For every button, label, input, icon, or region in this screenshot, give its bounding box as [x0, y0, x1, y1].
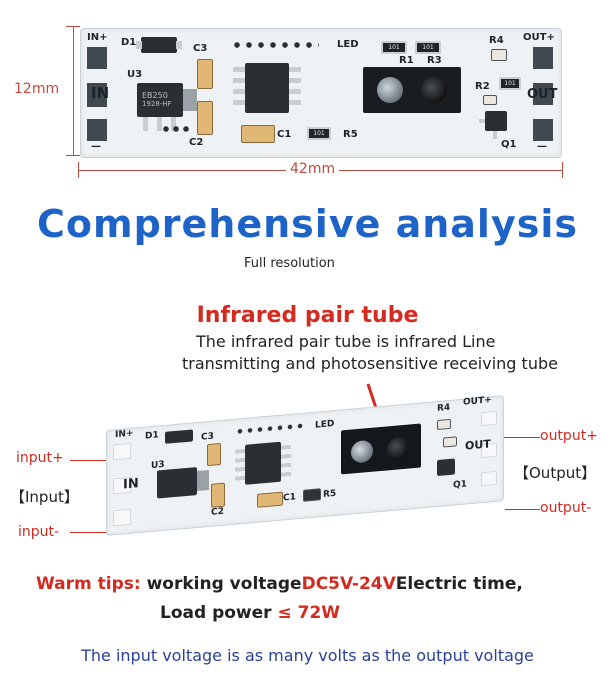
capacitor-c2 [197, 101, 213, 135]
pad-in-minus [87, 119, 107, 141]
bottom-silk-d1: D1 [145, 430, 159, 442]
pad-out [533, 83, 553, 105]
main-heading: Comprehensive analysis [37, 202, 578, 246]
input-minus-label: input- [18, 524, 60, 540]
silk-out: OUT [527, 87, 558, 102]
silk-c3: C3 [193, 43, 208, 54]
regulator-u3: EB250 1928-HF [137, 83, 183, 117]
bottom-silk-c3: C3 [201, 431, 214, 443]
warm-tips-text2: Electric time, [395, 574, 523, 594]
pad-in-plus [87, 47, 107, 69]
ic-sop8 [245, 63, 289, 113]
output-minus-label: output- [540, 500, 592, 516]
resistor-r1: 101 [381, 41, 407, 54]
bottom-silk-led: LED [315, 419, 335, 431]
bottom-silk-r5: R5 [323, 488, 337, 501]
sub-heading: Full resolution [244, 256, 335, 271]
bottom-silk-out-plus: OUT+ [463, 395, 492, 408]
warm-tips-text1: working voltage [146, 574, 302, 594]
capacitor-c1 [241, 125, 275, 143]
silk-led: LED [337, 39, 359, 50]
silk-minus-right: — [537, 141, 547, 152]
silk-r1: R1 [399, 55, 414, 66]
infrared-sensor-top [363, 67, 461, 113]
infrared-desc-line1: The infrared pair tube is infrared Line [196, 332, 496, 351]
bottom-silk-r4: R4 [437, 402, 451, 415]
chip-code-2: 1928-HF [142, 100, 172, 108]
silk-minus-left: — [91, 141, 101, 152]
height-dimension-line [73, 26, 74, 156]
silk-u3: U3 [127, 69, 143, 80]
infrared-sensor-bottom [341, 423, 421, 475]
component-small [483, 95, 497, 105]
silk-q1: Q1 [501, 139, 517, 150]
silk-c1: C1 [277, 129, 292, 140]
silk-r5: R5 [343, 129, 358, 140]
load-power-value: ≤ 72W [277, 603, 341, 623]
warm-tips-label: Warm tips: [36, 574, 147, 594]
component-r4 [491, 49, 507, 61]
input-plus-label: input+ [16, 450, 64, 466]
footer-note: The input voltage is as many volts as th… [81, 646, 534, 665]
bottom-silk-c2: C2 [211, 506, 224, 518]
silk-c2: C2 [189, 137, 204, 148]
resistor-r3: 101 [415, 41, 441, 54]
silk-out-plus: OUT+ [523, 32, 555, 43]
silk-in-plus: IN+ [87, 32, 108, 43]
capacitor-c3 [197, 59, 213, 89]
warm-tips-line: Warm tips: working voltageDC5V-24VElectr… [36, 574, 523, 594]
silk-r4: R4 [489, 35, 504, 46]
silk-r2: R2 [475, 81, 490, 92]
height-label: 12mm [14, 81, 60, 97]
load-power-text: Load power [160, 603, 278, 623]
bottom-silk-c1: C1 [283, 492, 296, 504]
bottom-silk-q1: Q1 [453, 479, 467, 491]
bottom-silk-out: OUT [465, 437, 491, 453]
chip-code-1: EB250 [142, 91, 168, 100]
output-plus-label: output+ [540, 428, 598, 444]
top-pcb: IN+ D1 C3 U3 IN C2 — EB250 1928-HF C1 [80, 28, 562, 158]
infrared-desc-line2: transmitting and photosensitive receivin… [182, 354, 558, 373]
diode-d1 [141, 37, 177, 53]
infrared-title: Infrared pair tube [196, 303, 419, 328]
silk-in: IN [91, 84, 110, 102]
bottom-silk-in: IN [123, 476, 139, 493]
pad-out-minus [533, 119, 553, 141]
bottom-silk-in-plus: IN+ [115, 428, 134, 441]
transistor-q1 [485, 111, 507, 131]
pad-in [87, 83, 107, 107]
load-power-line: Load power ≤ 72W [160, 603, 340, 623]
warm-tips-voltage: DC5V-24V [301, 574, 396, 594]
output-bracket-label: 【Output】 [514, 464, 597, 482]
silk-d1: D1 [121, 37, 137, 48]
silk-r3: R3 [427, 55, 442, 66]
width-label: 42mm [286, 161, 340, 177]
resistor-r2: 101 [499, 77, 521, 90]
bottom-pcb: IN+ D1 C3 U3 IN C2 C1 R5 LED R4 OUT+ OUT… [106, 395, 504, 536]
pad-out-plus [533, 47, 553, 69]
resistor-r5: 101 [307, 127, 331, 140]
input-bracket-label: 【Input】 [10, 488, 79, 506]
